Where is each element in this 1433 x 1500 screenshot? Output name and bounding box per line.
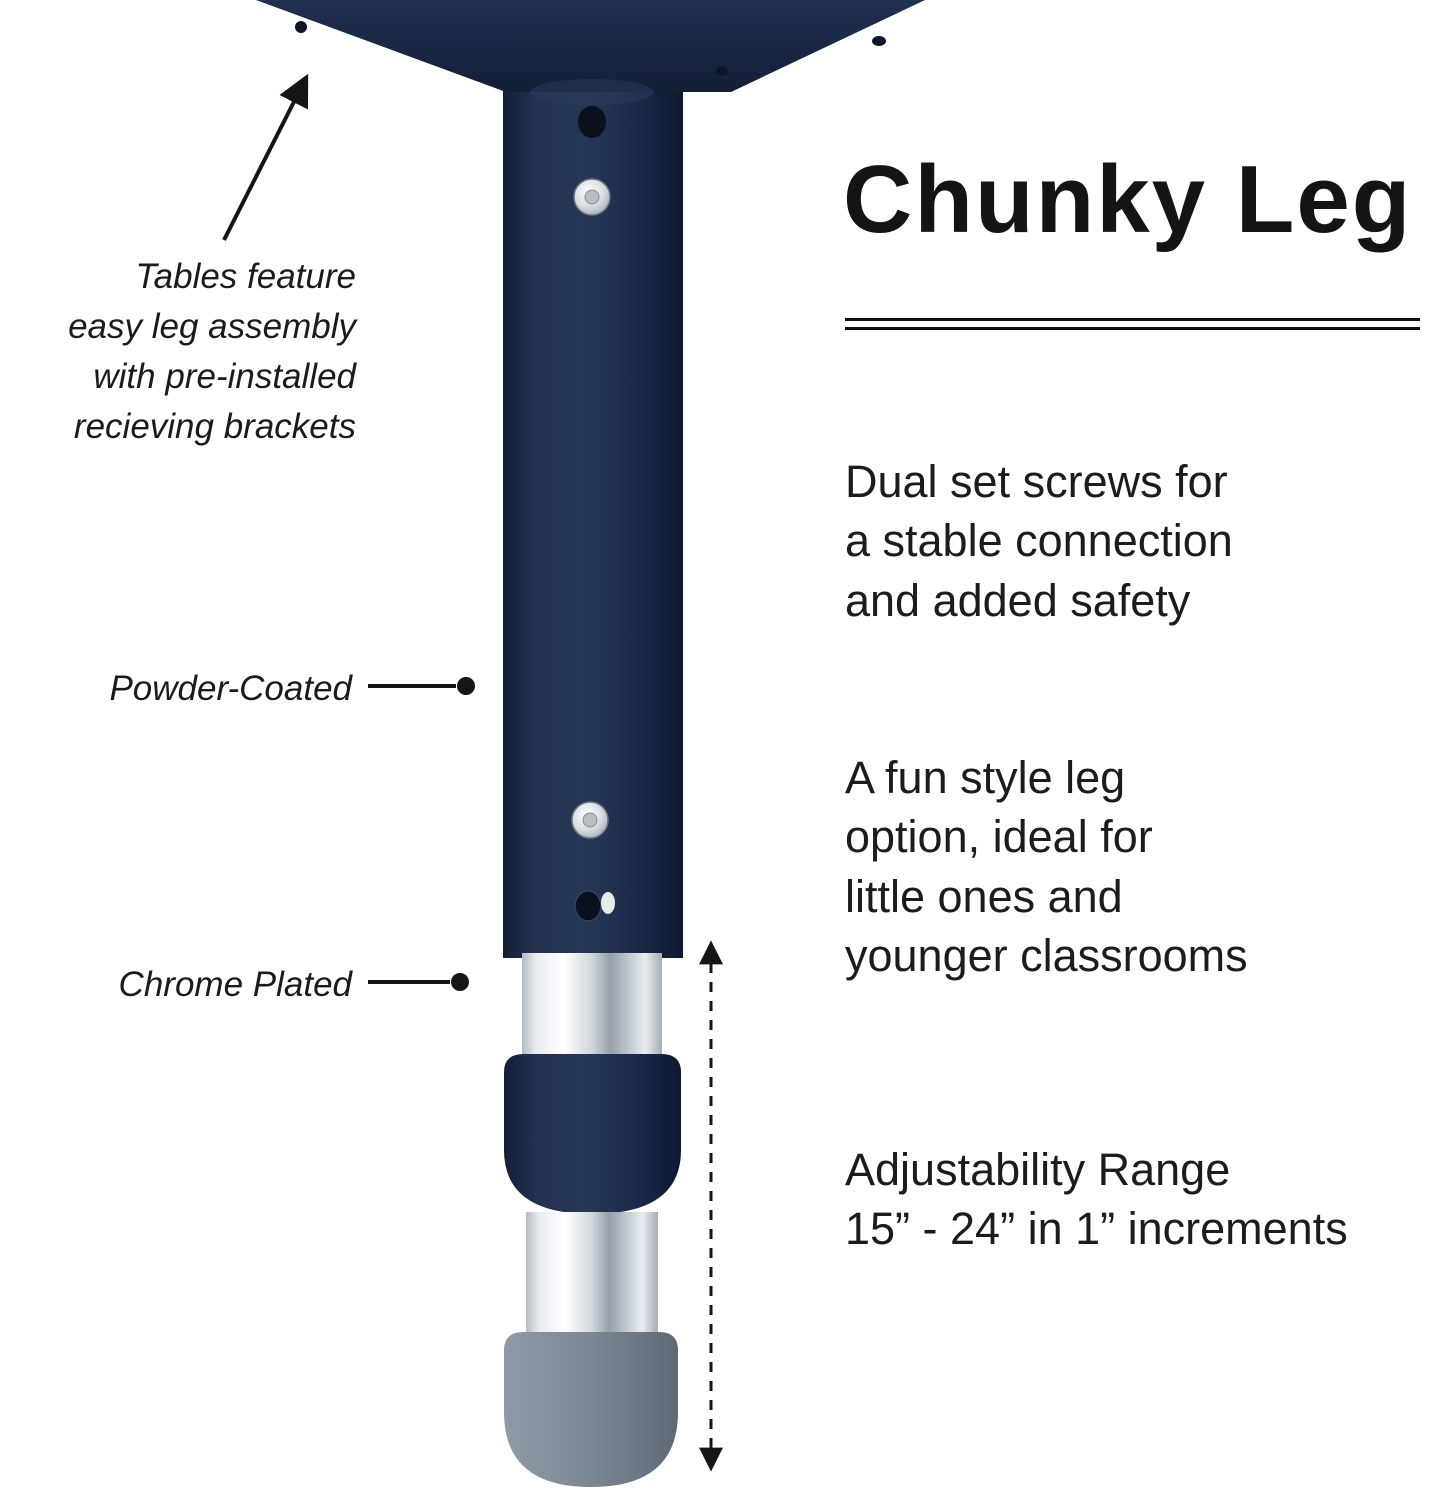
hole-glint: [601, 892, 615, 914]
title-divider: [845, 318, 1420, 336]
chrome-tube-lower: [526, 1212, 658, 1347]
plate-screw-hole: [872, 36, 886, 46]
foot-cap: [504, 1332, 678, 1487]
label-chrome-plated: Chrome Plated: [118, 965, 352, 1004]
plate-screw-hole: [295, 21, 307, 33]
label-powder-coated: Powder-Coated: [109, 669, 352, 708]
adjustment-hole-top: [578, 106, 606, 138]
set-screw-bottom-recess: [582, 812, 598, 828]
set-screw-top-recess: [584, 189, 600, 205]
chrome-plated-connector-dot: [451, 973, 469, 991]
page-title: Chunky Leg: [843, 146, 1413, 253]
weld-seam: [530, 79, 654, 105]
bracket-pointer-arrow: [222, 73, 309, 241]
feature-fun-style: A fun style leg option, ideal for little…: [845, 752, 1248, 982]
plate-screw-hole: [716, 66, 728, 76]
divider-line-bottom: [845, 327, 1420, 330]
adjustment-hole-bottom: [574, 890, 602, 922]
feature-adjustability: Adjustability Range 15” - 24” in 1” incr…: [845, 1144, 1348, 1255]
mounting-plate: [256, 0, 925, 92]
feature-dual-screws: Dual set screws for a stable connection …: [845, 456, 1233, 626]
annotation-bracket-note: Tables feature easy leg assembly with pr…: [68, 257, 356, 447]
divider-line-top: [845, 318, 1420, 321]
adjustment-collar: [504, 1054, 681, 1214]
powder-coated-connector-dot: [457, 677, 475, 695]
